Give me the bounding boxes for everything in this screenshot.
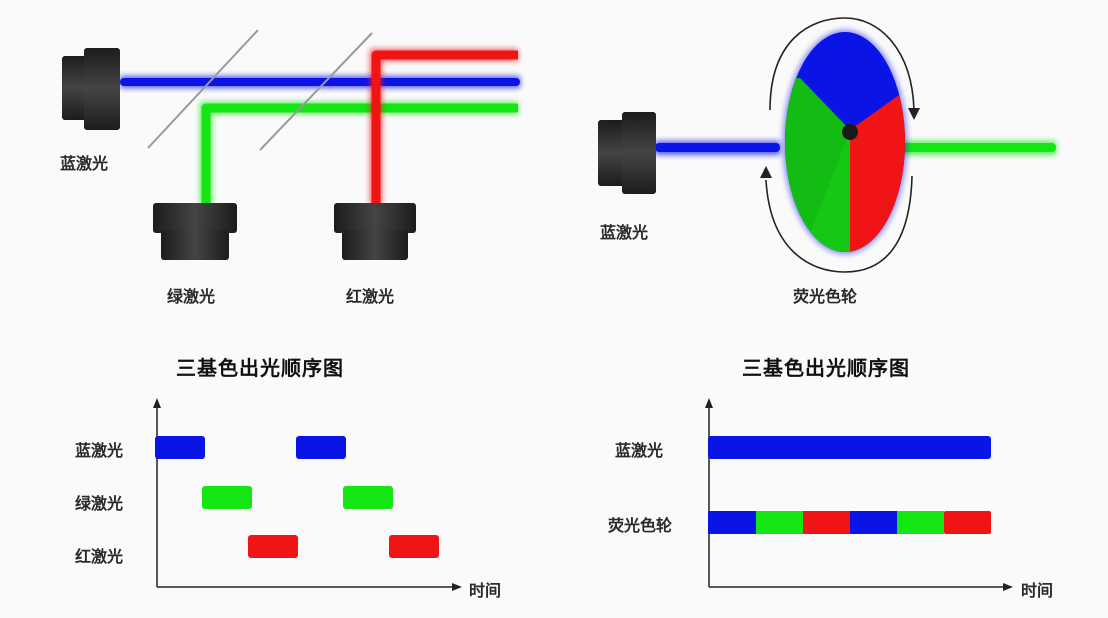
label-blue-laser-right: 蓝激光 bbox=[600, 223, 649, 242]
right-timeline-axes bbox=[705, 398, 1013, 591]
left-row-label-green: 绿激光 bbox=[75, 494, 124, 513]
left-x-axis-label: 时间 bbox=[469, 581, 502, 600]
blue-laser-device-left bbox=[62, 48, 120, 130]
left-timeline-axes bbox=[153, 398, 462, 591]
right-row-label-wheel: 荧光色轮 bbox=[608, 516, 673, 535]
right-timeline-bars bbox=[708, 436, 991, 534]
label-green-laser: 绿激光 bbox=[167, 287, 216, 306]
phosphor-wheel bbox=[783, 30, 907, 254]
right-x-axis-label: 时间 bbox=[1021, 581, 1054, 600]
left-chart-title: 三基色出光顺序图 bbox=[176, 356, 344, 380]
blue-laser-device-right bbox=[598, 112, 656, 194]
label-blue-laser-left: 蓝激光 bbox=[60, 154, 109, 173]
green-laser-device bbox=[153, 203, 237, 260]
left-row-label-red: 红激光 bbox=[75, 547, 124, 566]
left-beams bbox=[120, 49, 520, 205]
label-phosphor-wheel: 荧光色轮 bbox=[793, 287, 858, 306]
dichroic-mirrors bbox=[147, 29, 373, 151]
left-row-label-blue: 蓝激光 bbox=[75, 441, 124, 460]
red-laser-device bbox=[334, 203, 416, 260]
rotation-arrows bbox=[760, 17, 920, 273]
right-row-label-blue: 蓝激光 bbox=[615, 441, 664, 460]
left-timeline-bars bbox=[155, 436, 439, 558]
label-red-laser: 红激光 bbox=[346, 287, 395, 306]
right-chart-title: 三基色出光顺序图 bbox=[742, 356, 910, 380]
